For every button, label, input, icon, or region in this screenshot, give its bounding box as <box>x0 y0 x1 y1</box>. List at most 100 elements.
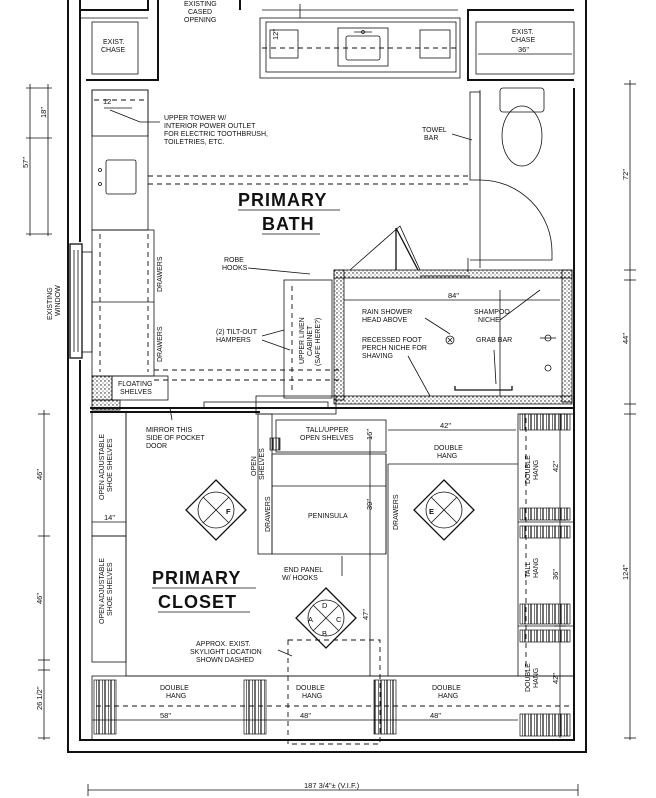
svg-text:HANG: HANG <box>166 693 186 700</box>
dim-46-upper: 46" <box>35 469 44 480</box>
svg-text:DOUBLE: DOUBLE <box>160 685 189 692</box>
svg-text:BAR: BAR <box>424 135 438 142</box>
label-mirror-pocket-door: MIRROR THIS SIDE OF POCKET DOOR <box>146 427 205 450</box>
svg-text:HANG: HANG <box>533 460 540 480</box>
label-robe-hooks: ROBE HOOKS <box>222 257 248 272</box>
svg-text:EXISTING: EXISTING <box>184 1 217 8</box>
dim-42-hang: 42" <box>440 421 451 430</box>
label-foot-perch: RECESSED FOOT PERCH NICHE FOR SHAVING <box>362 337 427 360</box>
svg-text:SHELVES: SHELVES <box>259 448 266 480</box>
svg-text:PRIMARY: PRIMARY <box>152 568 241 588</box>
label-upper-tower: UPPER TOWER W/ INTERIOR POWER OUTLET FOR… <box>164 115 268 146</box>
svg-text:TOILETRIES, ETC.: TOILETRIES, ETC. <box>164 139 225 146</box>
svg-text:HANG: HANG <box>533 558 540 578</box>
svg-text:HANG: HANG <box>437 453 457 460</box>
svg-text:A: A <box>308 615 313 624</box>
svg-text:SHOE SHELVES: SHOE SHELVES <box>107 562 114 616</box>
existing-window <box>69 243 93 359</box>
label-double-hang-right-upper: DOUBLE HANG <box>525 455 540 484</box>
dim-84: 84" <box>448 291 459 300</box>
svg-text:OPEN: OPEN <box>251 456 258 476</box>
label-exist-chase-right: EXIST. CHASE <box>511 29 535 44</box>
label-drawers-closet-right: DRAWERS <box>393 494 400 530</box>
svg-text:EXIST.: EXIST. <box>512 29 533 36</box>
svg-text:BATH: BATH <box>262 214 315 234</box>
label-double-hang-bottom-2: DOUBLE HANG <box>296 685 325 700</box>
skylight-outline <box>287 639 381 745</box>
label-end-panel-hooks: END PANEL W/ HOOKS <box>282 567 323 582</box>
label-double-hang-right-lower: DOUBLE HANG <box>525 663 540 692</box>
svg-text:TALL/UPPER: TALL/UPPER <box>306 427 348 434</box>
label-drawers-upper: DRAWERS <box>157 256 164 292</box>
svg-text:TALL: TALL <box>525 562 532 578</box>
top-vanity <box>259 4 461 79</box>
dim-12-tower: 12 <box>103 97 111 106</box>
label-shampoo-niche: SHAMPOO NICHE <box>474 309 510 324</box>
shower <box>333 225 573 405</box>
svg-text:RECESSED FOOT: RECESSED FOOT <box>362 337 423 344</box>
dim-14: 14" <box>104 513 115 522</box>
svg-text:FLOATING: FLOATING <box>118 381 152 388</box>
exist-chase-right <box>475 21 575 75</box>
label-double-hang-bottom-1: DOUBLE HANG <box>160 685 189 700</box>
label-existing-window: EXISTING WINDOW <box>47 285 62 320</box>
drawer-bank-left <box>91 229 340 401</box>
svg-text:EXISTING: EXISTING <box>47 287 54 320</box>
svg-text:DOOR: DOOR <box>146 443 167 450</box>
svg-text:DOUBLE: DOUBLE <box>432 685 461 692</box>
label-grab-bar: GRAB BAR <box>476 337 512 344</box>
svg-text:SKYLIGHT LOCATION: SKYLIGHT LOCATION <box>190 649 262 656</box>
svg-text:DOUBLE: DOUBLE <box>434 445 463 452</box>
dim-44: 44" <box>621 333 630 344</box>
dim-overall: 187 3/4"± (V.I.F.) <box>304 781 360 790</box>
dim-42-side: 42" <box>551 461 560 472</box>
svg-text:MIRROR THIS: MIRROR THIS <box>146 427 192 434</box>
dim-42-side2: 42" <box>551 673 560 684</box>
label-shoe-shelves-upper: OPEN ADJUSTABLE SHOE SHELVES <box>99 434 114 500</box>
svg-text:(2) TILT-OUT: (2) TILT-OUT <box>216 329 258 336</box>
label-tilt-out-hampers: (2) TILT-OUT HAMPERS <box>216 329 258 344</box>
marker-e: E <box>413 479 475 541</box>
svg-text:PRIMARY: PRIMARY <box>238 190 327 210</box>
dim-48-a: 48" <box>300 711 311 720</box>
svg-text:HEAD ABOVE: HEAD ABOVE <box>362 317 407 324</box>
dim-18: 18" <box>39 107 48 118</box>
svg-text:FOR ELECTRIC TOOTHBRUSH,: FOR ELECTRIC TOOTHBRUSH, <box>164 131 268 138</box>
label-existing-cased-opening: EXISTING CASED OPENING <box>184 1 217 24</box>
svg-text:HAMPERS: HAMPERS <box>216 337 251 344</box>
svg-text:PERCH NICHE FOR: PERCH NICHE FOR <box>362 345 427 352</box>
svg-text:HANG: HANG <box>302 693 322 700</box>
label-shoe-shelves-lower: OPEN ADJUSTABLE SHOE SHELVES <box>99 558 114 624</box>
marker-abcd: D A C B <box>295 587 357 649</box>
dim-36-chase: 36" <box>518 45 529 54</box>
label-peninsula: PENINSULA <box>308 513 348 520</box>
svg-text:ROBE: ROBE <box>224 257 244 264</box>
closet-hanger-marks <box>93 413 571 737</box>
svg-text:OPEN ADJUSTABLE: OPEN ADJUSTABLE <box>99 558 106 624</box>
linen-cabinet <box>283 279 333 399</box>
svg-text:CASED: CASED <box>188 9 212 16</box>
label-skylight: APPROX. EXIST. SKYLIGHT LOCATION SHOWN D… <box>190 641 262 664</box>
svg-text:CHASE: CHASE <box>511 37 535 44</box>
dim-72: 72" <box>621 169 630 180</box>
svg-text:SIDE OF POCKET: SIDE OF POCKET <box>146 435 205 442</box>
svg-text:SHAVING: SHAVING <box>362 353 393 360</box>
dim-57: 57" <box>21 157 30 168</box>
svg-text:F: F <box>226 507 231 516</box>
dim-16: 16" <box>365 429 374 440</box>
dim-36-side: 36" <box>551 569 560 580</box>
label-towel-bar: TOWEL BAR <box>422 127 447 142</box>
marker-f: F <box>185 479 247 541</box>
dim-46-lower: 46" <box>35 593 44 604</box>
dim-12-top: 12" <box>271 29 280 40</box>
label-open-shelves: OPEN SHELVES <box>251 448 266 480</box>
svg-text:HANG: HANG <box>533 668 540 688</box>
dim-47: 47" <box>361 609 370 620</box>
svg-text:HANG: HANG <box>438 693 458 700</box>
svg-text:HOOKS: HOOKS <box>222 265 248 272</box>
svg-text:EXIST.: EXIST. <box>103 39 124 46</box>
room-name-closet: PRIMARY CLOSET <box>152 568 256 613</box>
svg-text:APPROX. EXIST.: APPROX. EXIST. <box>196 641 251 648</box>
dim-26-half: 26 1/2" <box>35 686 44 710</box>
